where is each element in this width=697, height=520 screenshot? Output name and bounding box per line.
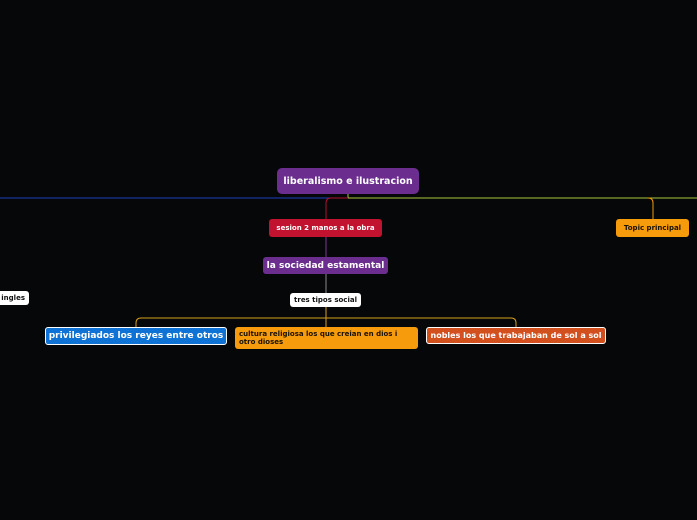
- node-topic-principal[interactable]: Topic principal: [616, 219, 689, 237]
- node-privilegiados[interactable]: privilegiados los reyes entre otros: [45, 327, 227, 345]
- connector-left-branch: [0, 194, 349, 199]
- node-sociedad-estamental[interactable]: la sociedad estamental: [263, 257, 388, 274]
- node-cultura-religiosa[interactable]: cultura religiosa los que creian en dios…: [235, 327, 418, 349]
- node-nobles[interactable]: nobles los que trabajaban de sol a sol: [426, 327, 606, 344]
- root-node[interactable]: liberalismo e ilustracion: [277, 168, 419, 194]
- node-ingles[interactable]: ingles: [0, 291, 29, 305]
- connector-sesion: [325, 197, 348, 219]
- connector-topic-principal: [647, 197, 654, 219]
- node-tres-tipos[interactable]: tres tipos social: [290, 293, 361, 307]
- connector-right-branch: [347, 194, 697, 199]
- node-sesion[interactable]: sesion 2 manos a la obra: [269, 219, 382, 237]
- connector-children: [135, 307, 517, 327]
